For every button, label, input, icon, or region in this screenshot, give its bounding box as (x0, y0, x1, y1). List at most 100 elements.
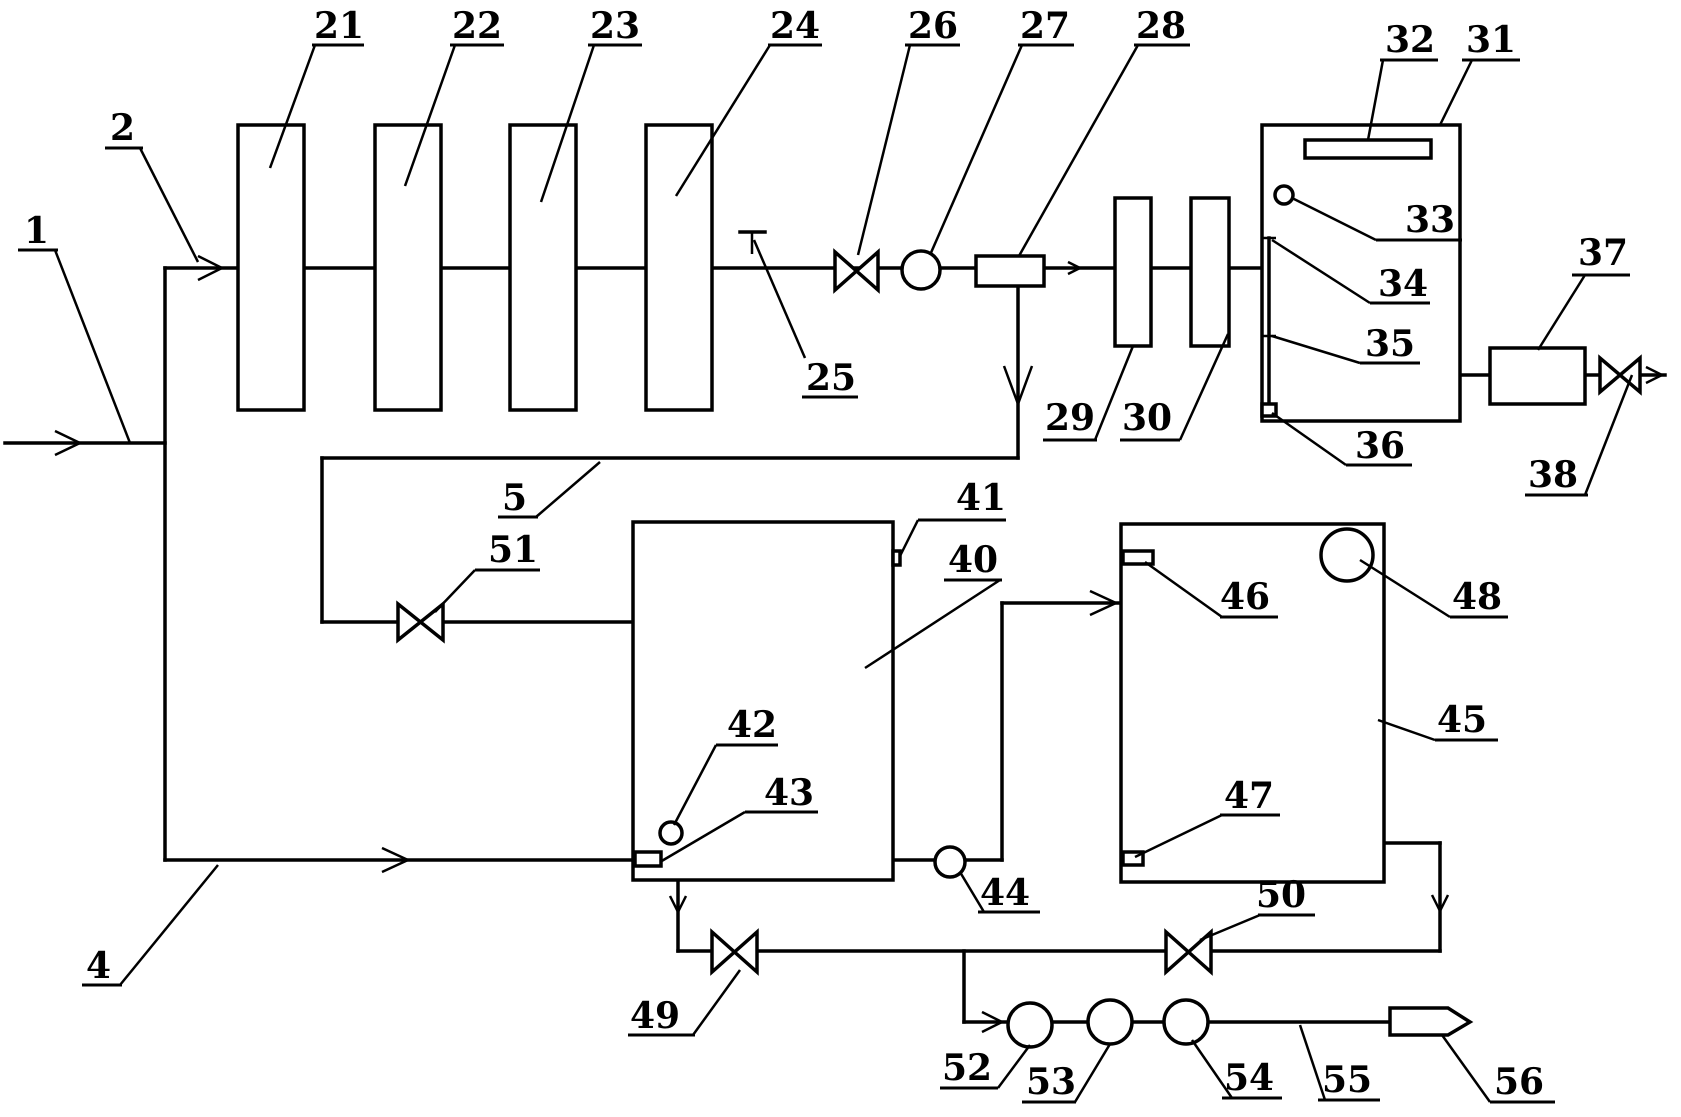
leader-42 (672, 744, 718, 826)
label-48: 48 (1452, 576, 1502, 618)
leader-4 (119, 864, 219, 986)
leader-46 (1144, 560, 1223, 619)
tank-45 (1119, 522, 1386, 884)
label-21: 21 (314, 5, 364, 47)
label-53: 53 (1026, 1061, 1076, 1103)
leader-41 (898, 519, 920, 557)
leader-31 (1438, 59, 1474, 126)
leader-45 (1377, 718, 1436, 742)
leader-21 (268, 44, 317, 169)
label-40: 40 (948, 539, 998, 581)
arrow-drain45 (1430, 894, 1450, 914)
label-42: 42 (727, 704, 777, 746)
unit-29 (1113, 196, 1153, 348)
label-54: 54 (1224, 1057, 1274, 1099)
column-23 (508, 123, 578, 412)
display-32 (1303, 138, 1433, 160)
nozzle-56 (1388, 1006, 1474, 1037)
leader-1 (53, 249, 132, 444)
leader-37 (1536, 274, 1587, 351)
leader-47 (1134, 813, 1223, 859)
leader-54 (1190, 1039, 1234, 1099)
label-24: 24 (770, 5, 820, 47)
leader-33 (1291, 196, 1377, 242)
label-2: 2 (110, 107, 135, 149)
label-33: 33 (1405, 199, 1455, 241)
leader-28 (1017, 44, 1140, 257)
leader-35 (1271, 334, 1361, 365)
unit-37 (1488, 346, 1587, 406)
cabinet-31 (1260, 123, 1462, 423)
label-38: 38 (1528, 454, 1578, 496)
arrow-pump-feed (981, 1010, 1005, 1034)
arrow-to-tank45 (1089, 589, 1119, 617)
label-45: 45 (1437, 699, 1487, 741)
label-26: 26 (908, 5, 958, 47)
label-30: 30 (1122, 397, 1172, 439)
leader-24 (674, 44, 772, 197)
valve-26 (833, 248, 880, 294)
arrow-drain40 (668, 895, 688, 915)
column-21 (236, 123, 306, 412)
arrow-inlet (54, 429, 83, 457)
arrow-bottom-branch (381, 846, 411, 874)
label-34: 34 (1378, 263, 1428, 305)
label-44: 44 (980, 872, 1030, 914)
label-55: 55 (1322, 1059, 1372, 1101)
sensor-41 (891, 549, 902, 567)
pipelines (3, 266, 1667, 1024)
label-49: 49 (630, 995, 680, 1037)
label-1: 1 (24, 210, 49, 252)
leader-40 (864, 578, 1001, 670)
pump-54 (1162, 998, 1210, 1046)
leader-53 (1073, 1043, 1112, 1103)
label-4: 4 (86, 945, 111, 987)
unit-28 (974, 254, 1046, 288)
unit-30 (1189, 196, 1231, 348)
leader-49 (691, 969, 742, 1036)
sensor-33 (1273, 184, 1295, 206)
column-22 (373, 123, 443, 412)
leader-52 (996, 1044, 1032, 1089)
leader-48 (1359, 558, 1451, 619)
label-37: 37 (1578, 232, 1628, 274)
leader-22 (403, 44, 457, 187)
leader-51 (434, 569, 476, 613)
leader-56 (1440, 1034, 1492, 1103)
label-47: 47 (1224, 775, 1274, 817)
label-41: 41 (956, 477, 1006, 519)
label-51: 51 (488, 529, 538, 571)
label-43: 43 (764, 772, 814, 814)
leader-5 (535, 461, 601, 518)
fan-48 (1319, 527, 1375, 583)
labels: 1 2 21 22 23 24 25 26 27 28 29 30 31 32 … (18, 5, 1630, 1104)
label-25: 25 (806, 357, 856, 399)
arrow-top-branch (197, 254, 225, 282)
meter-27 (900, 249, 942, 291)
label-50: 50 (1256, 874, 1306, 916)
label-28: 28 (1136, 5, 1186, 47)
pump-44 (933, 845, 967, 879)
label-52: 52 (942, 1047, 992, 1089)
leader-38 (1583, 374, 1634, 496)
leader-32 (1366, 59, 1385, 141)
arrow-return-down (1002, 365, 1034, 408)
leader-23 (539, 44, 596, 203)
port-43 (633, 850, 663, 868)
leader-27 (928, 44, 1024, 256)
label-46: 46 (1220, 576, 1270, 618)
label-31: 31 (1466, 19, 1516, 61)
leader-lines (53, 44, 1634, 1103)
nozzle-46 (1121, 549, 1155, 566)
pump-52 (1006, 1001, 1054, 1049)
arrow-28-out (1067, 260, 1083, 276)
leader-44 (958, 871, 986, 913)
valve-50 (1164, 928, 1213, 976)
leader-25 (752, 239, 807, 359)
leader-50 (1199, 913, 1261, 942)
leader-34 (1271, 238, 1371, 305)
valve-49 (710, 928, 759, 976)
leader-2 (138, 147, 200, 263)
sensor-42 (658, 820, 684, 846)
